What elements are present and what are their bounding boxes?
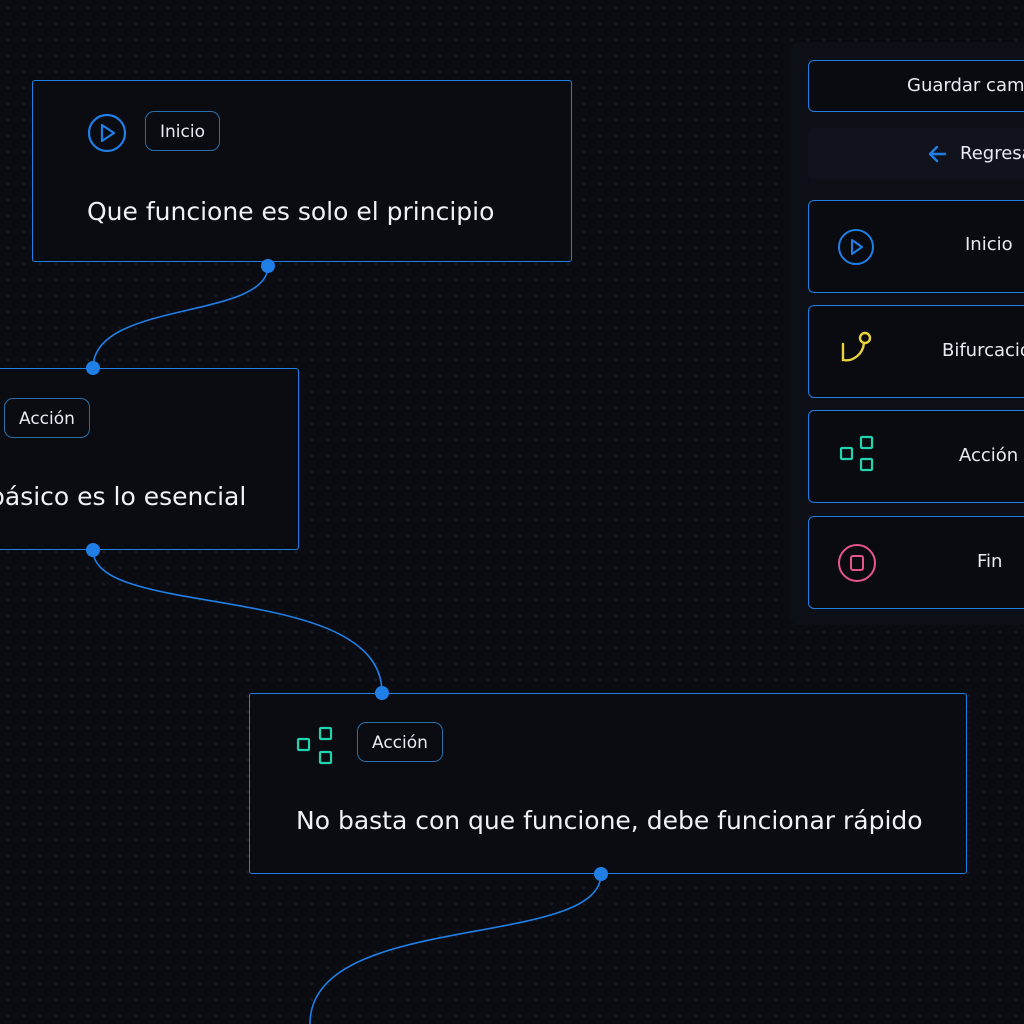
back-button[interactable]: Regresar — [808, 128, 1024, 180]
action-blocks-icon — [839, 435, 874, 472]
palette-item-inicio[interactable]: Inicio — [808, 200, 1024, 293]
handle-out — [261, 259, 275, 273]
palette-item-bifurcacion[interactable]: Bifurcación — [808, 305, 1024, 398]
edge-3-next — [309, 873, 602, 1024]
palette-item-accion[interactable]: Acción — [808, 410, 1024, 503]
arrow-left-icon — [928, 145, 947, 163]
save-changes-button[interactable]: Guardar cambios — [808, 60, 1024, 112]
flow-node-inicio[interactable]: Inicio Que funcione es solo el principio — [32, 80, 572, 262]
node-type-badge: Acción — [4, 398, 90, 438]
handle-out — [86, 543, 100, 557]
node-type-badge: Inicio — [145, 111, 220, 151]
action-blocks-icon — [296, 726, 333, 765]
handle-in — [375, 686, 389, 700]
handle-in — [86, 361, 100, 375]
flow-node-accion-2[interactable]: Acción No basta con que funcione, debe f… — [249, 693, 967, 874]
handle-out — [594, 867, 608, 881]
play-circle-icon — [838, 229, 874, 265]
node-text: básico es lo esencial — [0, 482, 247, 511]
branch-icon — [841, 331, 872, 362]
stop-circle-icon — [838, 544, 876, 582]
node-palette-panel: Guardar cambios Regresar Inicio Bifurcac… — [790, 42, 1024, 625]
node-text: Que funcione es solo el principio — [87, 197, 495, 226]
edge-1-2 — [92, 265, 269, 369]
palette-item-fin[interactable]: Fin — [808, 516, 1024, 609]
node-text: No basta con que funcione, debe funciona… — [296, 806, 923, 835]
edge-2-3 — [92, 549, 383, 694]
node-type-badge: Acción — [357, 722, 443, 762]
play-circle-icon — [87, 113, 127, 153]
flow-node-accion-1[interactable]: Acción básico es lo esencial — [0, 368, 299, 550]
